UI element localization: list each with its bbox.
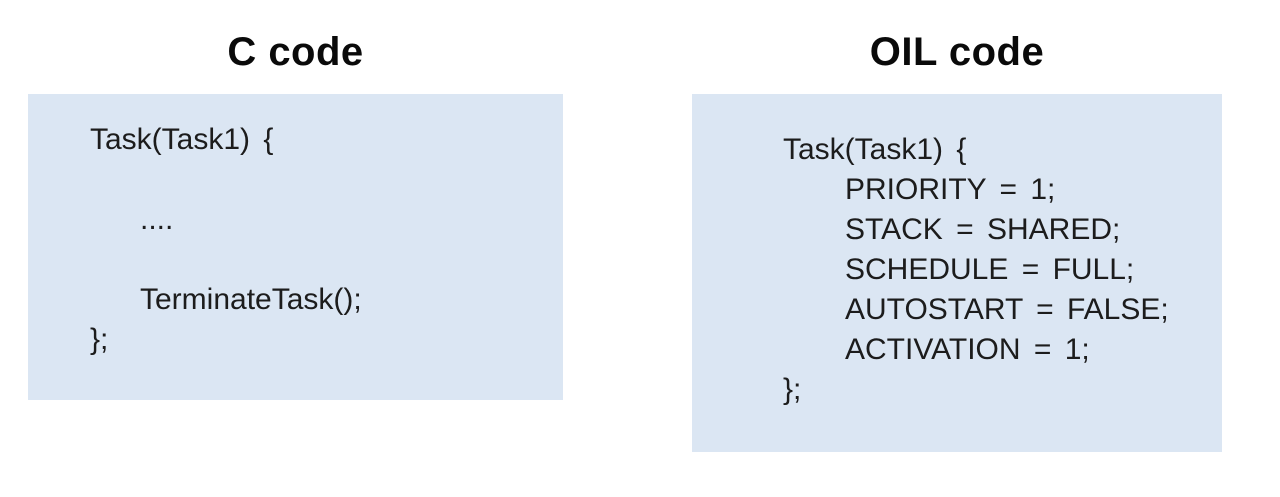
code-line: }; — [783, 373, 802, 406]
code-line: SCHEDULE = FULL; — [845, 253, 1135, 286]
code-line: STACK = SHARED; — [845, 213, 1121, 246]
code-line: AUTOSTART = FALSE; — [845, 293, 1169, 326]
code-line: PRIORITY = 1; — [845, 173, 1056, 206]
code-line: }; — [90, 323, 109, 356]
oil-code-title: OIL code — [869, 30, 1045, 74]
code-line — [90, 240, 563, 280]
c-code-title: C code — [227, 30, 364, 74]
code-line: Task(Task1) { — [783, 133, 967, 166]
oil-code-lines: Task(Task1) { PRIORITY = 1; STACK = SHARED… — [692, 94, 1222, 410]
code-line — [90, 160, 563, 200]
oil-code-box: Task(Task1) { PRIORITY = 1; STACK = SHARED… — [692, 94, 1222, 452]
code-line: TerminateTask(); — [140, 283, 362, 316]
code-line: .... — [140, 203, 174, 236]
code-line: ACTIVATION = 1; — [845, 333, 1090, 366]
code-line: Task(Task1) { — [90, 123, 274, 156]
c-code-box: Task(Task1) {.... TerminateTask();}; — [28, 94, 563, 400]
c-code-lines: Task(Task1) {.... TerminateTask();}; — [28, 94, 563, 360]
